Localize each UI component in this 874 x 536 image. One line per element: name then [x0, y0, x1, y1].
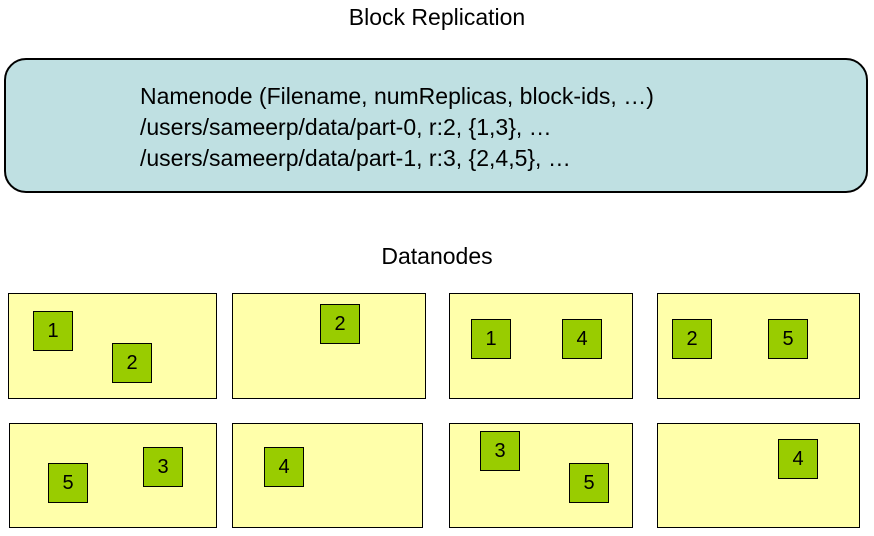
- datanode-8-block-4: 4: [778, 439, 818, 479]
- datanode-3-block-1: 1: [471, 319, 511, 359]
- datanodes-label: Datanodes: [381, 243, 493, 269]
- datanode-5-block-5: 5: [48, 463, 88, 503]
- datanode-4-block-2: 2: [672, 319, 712, 359]
- datanode-7-block-3: 3: [480, 431, 520, 471]
- datanode-3-block-4: 4: [562, 319, 602, 359]
- datanode-1-block-1: 1: [33, 311, 73, 351]
- datanode-4-block-5: 5: [768, 319, 808, 359]
- namenode-text-line: /users/sameerp/data/part-0, r:2, {1,3}, …: [140, 114, 552, 140]
- datanode-8: [657, 423, 860, 528]
- datanode-5: [9, 423, 217, 528]
- datanode-6: [232, 423, 423, 528]
- datanode-5-block-3: 3: [143, 447, 183, 487]
- datanode-6-block-4: 4: [264, 447, 304, 487]
- page-title: Block Replication: [348, 4, 526, 30]
- namenode-box: Namenode (Filename, numReplicas, block-i…: [4, 58, 868, 193]
- namenode-text-line: /users/sameerp/data/part-1, r:3, {2,4,5}…: [140, 145, 571, 171]
- namenode-text-line: Namenode (Filename, numReplicas, block-i…: [140, 83, 654, 109]
- namenode-text: Namenode (Filename, numReplicas, block-i…: [140, 81, 654, 174]
- datanode-1-block-2: 2: [112, 343, 152, 383]
- datanode-7-block-5: 5: [569, 463, 609, 503]
- datanode-2-block-2: 2: [320, 304, 360, 344]
